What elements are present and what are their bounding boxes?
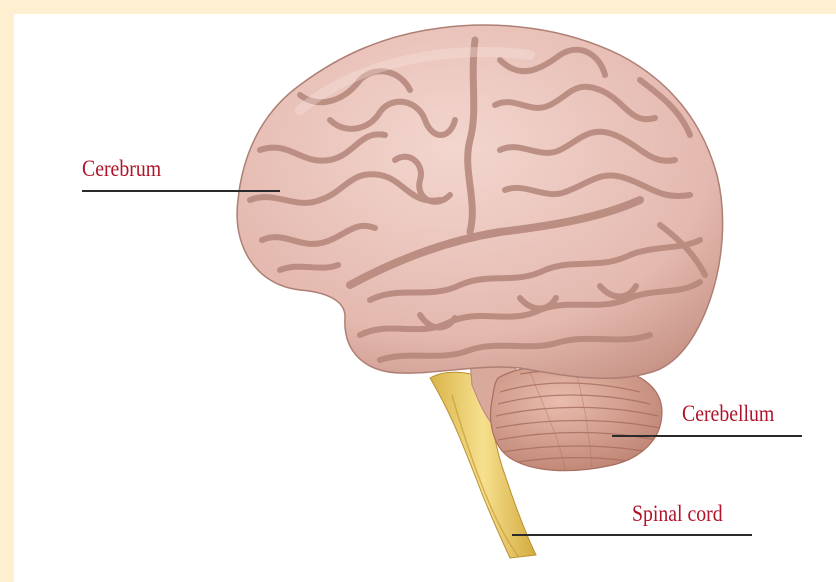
cerebrum-shape (237, 25, 723, 378)
cerebellum-leader-line (612, 435, 802, 437)
cerebellum-label: Cerebellum (682, 401, 774, 427)
spinal-cord-label: Spinal cord (632, 501, 723, 527)
cerebrum-leader-line (82, 190, 280, 192)
cerebrum-label: Cerebrum (82, 156, 161, 182)
spinal-cord-leader-line (512, 534, 752, 536)
cerebellum-shape (491, 364, 662, 470)
